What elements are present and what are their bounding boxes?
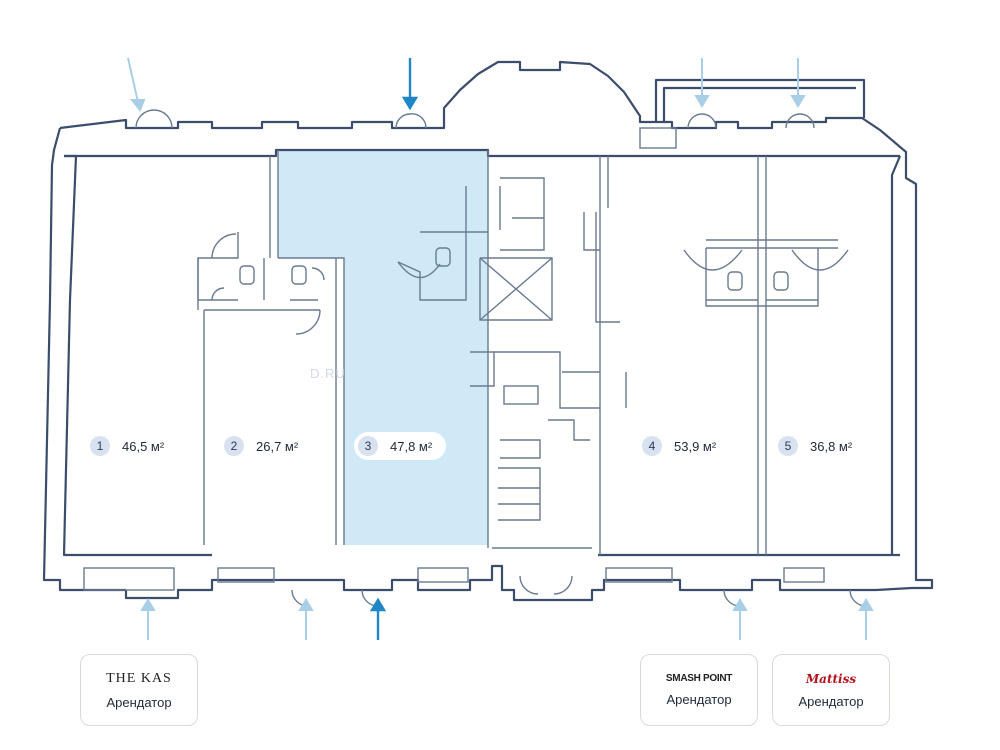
tenant-card-smash-point[interactable]: SMASH POINT Арендатор bbox=[640, 654, 758, 726]
outer-walls bbox=[42, 60, 934, 602]
inner-walls bbox=[83, 109, 867, 607]
unit-4-label[interactable]: 4 53,9 м² bbox=[642, 436, 716, 456]
unit-area: 36,8 м² bbox=[810, 438, 853, 454]
unit-number: 2 bbox=[224, 436, 244, 456]
unit-3-label[interactable]: 3 47,8 м² bbox=[354, 432, 447, 460]
unit-2-label[interactable]: 2 26,7 м² bbox=[224, 436, 298, 456]
unit-number: 3 bbox=[358, 436, 378, 456]
tenant-role: Арендатор bbox=[798, 693, 864, 709]
tenant-role: Арендатор bbox=[106, 694, 172, 710]
tenant-card-mattiss[interactable]: Mattiss Арендатор bbox=[772, 654, 890, 726]
watermark: D.RU bbox=[310, 366, 346, 381]
unit-area: 46,5 м² bbox=[122, 438, 165, 454]
unit-area: 53,9 м² bbox=[674, 438, 717, 454]
unit-5-label[interactable]: 5 36,8 м² bbox=[778, 436, 852, 456]
tenant-logo: SMASH POINT bbox=[665, 673, 733, 684]
unit-area: 26,7 м² bbox=[256, 438, 299, 454]
unit-area: 47,8 м² bbox=[390, 438, 433, 454]
unit-3-area[interactable] bbox=[278, 150, 488, 545]
unit-number: 4 bbox=[642, 436, 662, 456]
tenant-card-the-kas[interactable]: THE KAS Арендатор bbox=[80, 654, 198, 726]
unit-number: 5 bbox=[778, 436, 798, 456]
entrance-arrows bbox=[127, 57, 874, 640]
unit-1-label[interactable]: 1 46,5 м² bbox=[90, 436, 164, 456]
tenant-role: Арендатор bbox=[666, 692, 732, 707]
selected-entrance-arrows bbox=[369, 58, 419, 640]
tenant-logo: Mattiss bbox=[805, 671, 857, 686]
unit-number: 1 bbox=[90, 436, 110, 456]
tenant-logo: THE KAS bbox=[106, 670, 172, 686]
